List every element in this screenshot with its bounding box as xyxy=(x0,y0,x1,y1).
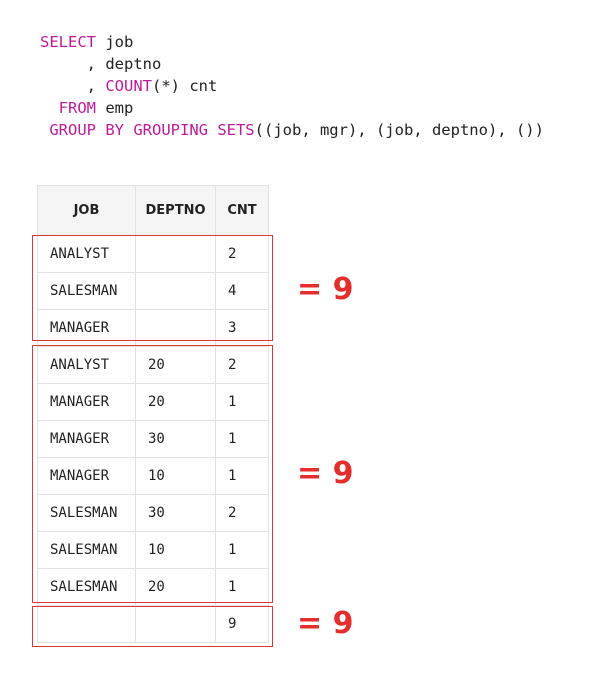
cell-deptno: 20 xyxy=(135,568,216,606)
cell-job xyxy=(37,605,136,643)
cell-deptno: 30 xyxy=(135,494,216,532)
sql-select-job: job xyxy=(96,33,134,51)
sql-from-prefix xyxy=(40,99,59,117)
cell-deptno: 20 xyxy=(135,346,216,384)
sql-keyword-group-by-grouping-sets: GROUP BY GROUPING SETS xyxy=(49,121,255,139)
cell-deptno xyxy=(135,605,216,643)
group-box-job-mgr xyxy=(32,235,273,341)
sql-code-block: SELECT job , deptno , COUNT(*) cnt FROM … xyxy=(40,31,544,141)
group-sum-annotation: = 9 xyxy=(297,606,354,641)
cell-cnt: 2 xyxy=(215,346,269,384)
cell-job: SALESMAN xyxy=(37,494,136,532)
sql-select-deptno: , deptno xyxy=(40,55,162,73)
sql-count-prefix: , xyxy=(40,77,106,95)
table-row: SALESMAN 4 xyxy=(37,272,269,310)
cell-job: MANAGER xyxy=(37,420,136,458)
sql-grouping-sets-args: ((job, mgr), (job, deptno), ()) xyxy=(254,121,544,139)
cell-job: SALESMAN xyxy=(37,568,136,606)
column-header-job: JOB xyxy=(37,185,136,236)
cell-job: ANALYST xyxy=(37,346,136,384)
table-header-row: JOB DEPTNO CNT xyxy=(37,185,269,236)
sql-keyword-from: FROM xyxy=(58,99,96,117)
group-sum-annotation: = 9 xyxy=(297,272,354,307)
cell-cnt: 2 xyxy=(215,235,269,273)
sql-count-args: (*) cnt xyxy=(152,77,218,95)
group-box-job-deptno xyxy=(32,345,273,603)
cell-deptno: 10 xyxy=(135,457,216,495)
cell-cnt: 1 xyxy=(215,568,269,606)
cell-job: ANALYST xyxy=(37,235,136,273)
table-row: ANALYST 2 xyxy=(37,235,269,273)
cell-cnt: 4 xyxy=(215,272,269,310)
cell-job: MANAGER xyxy=(37,457,136,495)
cell-job: MANAGER xyxy=(37,383,136,421)
sql-keyword-count: COUNT xyxy=(105,77,152,95)
sql-keyword-select: SELECT xyxy=(40,33,96,51)
group-box-grand-total xyxy=(32,606,273,647)
column-header-deptno: DEPTNO xyxy=(135,185,216,236)
sql-groupby-prefix xyxy=(40,121,49,139)
cell-cnt: 1 xyxy=(215,383,269,421)
column-header-cnt: CNT xyxy=(215,185,269,236)
cell-job: SALESMAN xyxy=(37,272,136,310)
result-table: JOB DEPTNO CNT ANALYST 2 SALESMAN 4 MANAGE… xyxy=(37,185,269,643)
cell-deptno xyxy=(135,272,216,310)
sql-from-table: emp xyxy=(96,99,134,117)
group-sum-annotation: = 9 xyxy=(297,456,354,491)
cell-job: SALESMAN xyxy=(37,531,136,569)
cell-cnt: 1 xyxy=(215,420,269,458)
